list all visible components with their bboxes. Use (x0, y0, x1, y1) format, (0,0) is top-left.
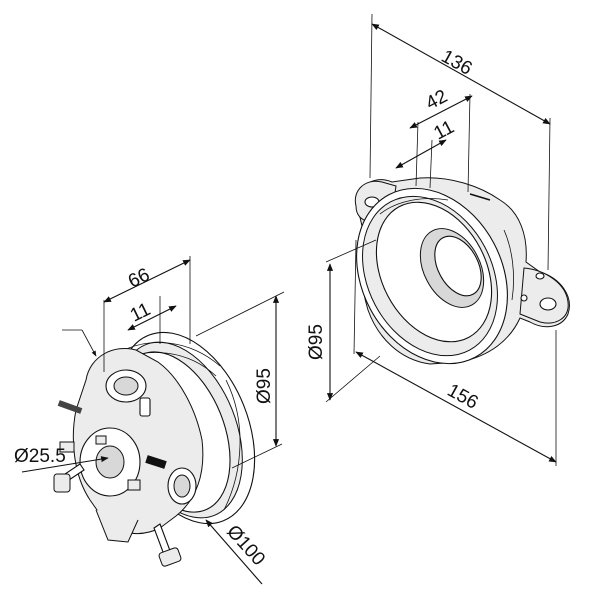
right-top-slot (469, 193, 491, 201)
dim-line-100 (205, 519, 263, 585)
ext-line-42-right (467, 93, 471, 193)
dim-line-66 (103, 259, 191, 303)
dim-42-label: 42 (422, 86, 451, 114)
left-rib-3 (223, 379, 241, 511)
dim-line-156 (355, 351, 557, 463)
dim-156-label: 156 (444, 380, 482, 414)
right-top-edge (379, 198, 449, 215)
dim-line-11-left (127, 305, 177, 331)
ext-line-136-right (547, 117, 551, 271)
ext-line-156-left (353, 239, 357, 355)
left-callout-arrow (81, 329, 97, 357)
right-small-hole-2 (520, 294, 528, 302)
left-key-3 (95, 435, 107, 445)
ext-line-l95-bottom (231, 443, 283, 469)
left-housing-label (145, 455, 167, 469)
dim-l95-label: Ø95 (254, 368, 275, 404)
dim-100-label: Ø100 (222, 521, 269, 570)
dim-line-136 (371, 23, 551, 125)
left-top-boss-hole (113, 376, 139, 396)
left-housing-mark (57, 400, 83, 414)
left-bottom-screw-head (158, 547, 182, 567)
right-inner-bore-hole (434, 235, 482, 297)
ext-line-r95-bottom (325, 355, 381, 403)
left-top-pin (139, 397, 151, 417)
dim-line-42 (409, 95, 473, 129)
left-rib-1 (119, 342, 221, 367)
right-small-hole (535, 272, 545, 280)
dim-66-label: 66 (125, 264, 153, 292)
left-key-2 (127, 479, 141, 491)
left-key-1 (59, 441, 75, 453)
dim-11-left-label: 11 (127, 299, 154, 327)
left-bottom-foot (95, 509, 139, 543)
dim-line-11 (395, 139, 447, 169)
ext-line-l95-top (195, 291, 285, 337)
dim-r95-label: Ø95 (306, 324, 327, 360)
left-side-screw-head (53, 473, 71, 493)
left-motor-head-part (53, 329, 256, 567)
right-side-edge (503, 229, 514, 301)
ext-line-136-left (369, 13, 373, 179)
dim-136-label: 136 (438, 46, 476, 80)
dim-11-right-label: 11 (430, 117, 457, 145)
right-right-ear (519, 267, 569, 324)
dim-25-label: Ø25.5 (14, 446, 66, 467)
left-front-bore (95, 445, 125, 479)
ext-line-r95-top (325, 239, 377, 263)
left-side-port-hole (173, 474, 191, 498)
ext-line-42-left (415, 121, 419, 187)
dim-line-25 (21, 456, 109, 473)
right-ear-hole-right (539, 297, 557, 311)
